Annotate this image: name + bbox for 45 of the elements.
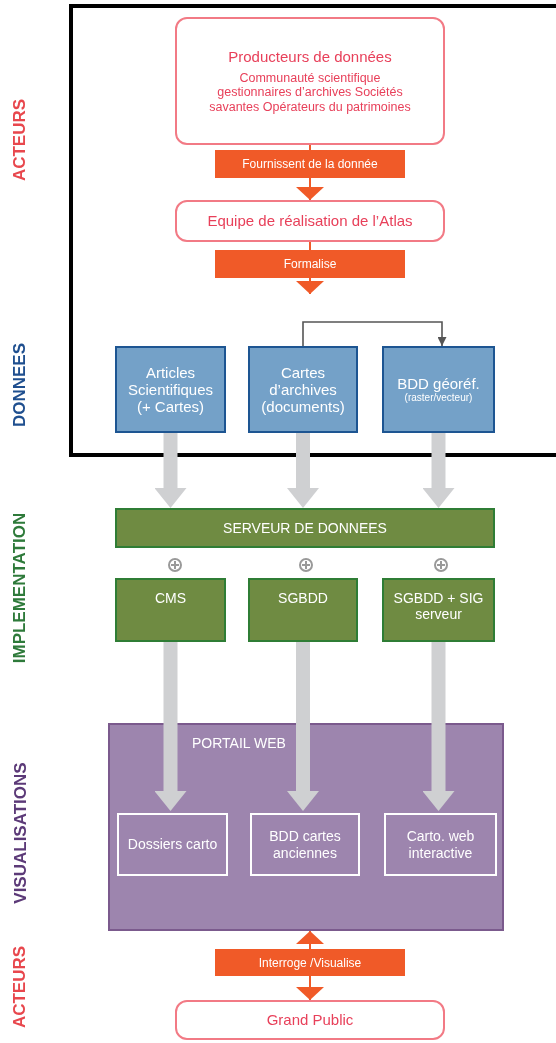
node-text: (raster/vecteur): [403, 392, 473, 404]
flow-arrow: [422, 642, 455, 811]
data-box: [382, 346, 495, 433]
node-title: Equipe de réalisation de l’Atlas: [207, 212, 413, 230]
node-text: Communauté scientifique gestionnaires d’archives Sociétés savantes Opérateurs du patrimoines: [208, 71, 412, 115]
node-title: PORTAIL WEB: [192, 735, 286, 752]
output-box: [250, 813, 360, 876]
server-box: [382, 578, 495, 642]
output-box: [117, 813, 228, 876]
actor-box: [175, 200, 445, 242]
row-label: IMPLEMENTATION: [10, 512, 31, 664]
flow-arrow: [287, 642, 319, 811]
server-box: [248, 578, 358, 642]
node-title: SGBDD + SIG serveur: [392, 590, 485, 623]
node-title: Articles Scientifiques (+ Cartes): [126, 363, 215, 416]
arrow: [302, 321, 447, 347]
flow-arrow: [154, 433, 187, 508]
actor-box: [175, 17, 445, 145]
node-title: Dossiers carto: [127, 836, 218, 853]
edge-label: Formalise: [215, 250, 405, 278]
flow-arrow: [154, 642, 187, 811]
node-title: Grand Public: [266, 1011, 354, 1029]
server-box: [115, 578, 226, 642]
row-label: DONNEES: [10, 342, 31, 428]
output-box: [384, 813, 497, 876]
node-title: BDD cartes anciennes: [268, 828, 342, 861]
data-box: [248, 346, 358, 433]
server-box: [115, 508, 495, 548]
actor-box: [175, 1000, 445, 1040]
portal-panel: [108, 723, 504, 931]
row-label: VISUALISATIONS: [10, 762, 31, 904]
flow-arrow: [287, 433, 319, 508]
node-title: CMS: [153, 590, 188, 607]
data-box: [115, 346, 226, 433]
node-title: SERVEUR DE DONNEES: [223, 519, 387, 537]
node-title: Producteurs de données: [228, 47, 392, 66]
row-label: ACTEURS: [10, 945, 31, 1029]
edge-label: Interroge /Visualise: [215, 949, 405, 976]
edge-label: Fournissent de la donnée: [215, 150, 405, 178]
flow-arrow: [422, 433, 455, 508]
node-title: SGBDD: [277, 590, 329, 607]
node-title: Cartes d’archives (documents): [260, 363, 346, 416]
row-label: ACTEURS: [10, 98, 31, 182]
node-title: BDD géoréf.: [396, 375, 481, 393]
node-title: Carto. web interactive: [405, 828, 476, 861]
